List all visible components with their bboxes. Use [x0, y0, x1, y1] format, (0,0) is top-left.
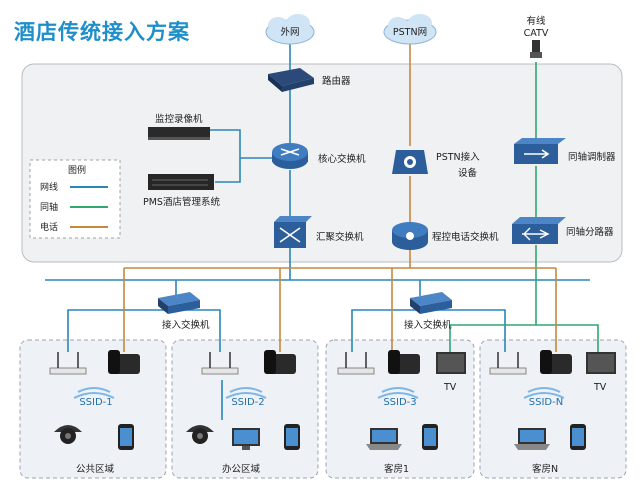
pms-server-icon [148, 174, 214, 190]
tv-icon [586, 352, 616, 374]
camera-icon [54, 425, 82, 444]
legend-label-phone: 电话 [40, 221, 58, 233]
zone-panel-public [19, 339, 167, 479]
legend [29, 159, 121, 239]
mobile-phone-icon [570, 424, 586, 450]
desk-phone-icon [264, 350, 296, 374]
ap-icon [49, 352, 87, 375]
splitter-label: 同轴分路器 [566, 226, 614, 238]
desk-phone-icon [388, 350, 420, 374]
router-icon [268, 68, 314, 92]
phone-lines [123, 40, 557, 352]
nvr-label: 监控录像机 [155, 113, 203, 125]
splitter-icon [512, 217, 566, 244]
ssid-label-room1: SSID-3 [383, 397, 416, 408]
page-title: 酒店传统接入方案 [14, 20, 190, 44]
catv-label-line1: 有线 [526, 15, 546, 27]
ap-icon [337, 352, 375, 375]
wifi-signal-icon [377, 387, 419, 399]
modulator-icon [514, 138, 566, 164]
laptop-icon [514, 428, 550, 450]
agg-switch-icon [274, 216, 312, 248]
pstn-label: PSTN网 [393, 27, 427, 38]
ap-icon [489, 352, 527, 375]
pstn-cloud-icon [383, 14, 437, 45]
catv-plug-icon [530, 40, 542, 58]
ssid-label-public: SSID-1 [79, 397, 112, 408]
nvr-icon [148, 127, 210, 140]
zone-label-public: 公共区域 [76, 463, 115, 475]
zone-label-office: 办公区域 [222, 463, 261, 475]
wifi-signal-icon [225, 387, 267, 399]
internet-label: 外网 [280, 26, 299, 38]
mobile-phone-icon [284, 424, 300, 450]
core-switch-icon [272, 143, 308, 169]
pstn-access-label-line2: 设备 [458, 167, 478, 179]
access-switch-2-label: 接入交换机 [404, 319, 452, 331]
pstn-access-label-line1: PSTN接入 [436, 151, 480, 163]
mobile-phone-icon [118, 424, 134, 450]
tv-label-roomn: TV [593, 382, 607, 393]
access-switch-1-label: 接入交换机 [162, 319, 210, 331]
router-label: 路由器 [322, 75, 351, 87]
desk-phone-icon [540, 350, 572, 374]
ssid-label-roomn: SSID-N [529, 397, 563, 408]
desk-phone-icon [108, 350, 140, 374]
camera-icon [186, 425, 214, 444]
modulator-label: 同轴调制器 [568, 151, 616, 163]
pbx-label: 程控电话交换机 [432, 231, 499, 243]
wifi-signal-icon [523, 387, 565, 399]
mobile-phone-icon [422, 424, 438, 450]
network-lines [45, 40, 590, 420]
zone-label-roomn: 客房N [532, 463, 558, 475]
agg-switch-label: 汇聚交换机 [316, 231, 364, 243]
core-panel [21, 63, 623, 263]
access-switch-1-icon [158, 292, 200, 314]
ap-icon [201, 352, 239, 375]
laptop-icon [366, 428, 402, 450]
catv-label-line2: CATV [524, 28, 549, 39]
wifi-signal-icon [73, 387, 115, 399]
ssid-label-office: SSID-2 [231, 397, 264, 408]
legend-label-coax: 同轴 [40, 201, 58, 213]
zone-panel-office [171, 339, 319, 479]
desktop-monitor-icon [232, 428, 260, 450]
legend-title: 图例 [68, 164, 86, 176]
zone-label-room1: 客房1 [384, 463, 409, 475]
internet-cloud-icon [265, 14, 315, 45]
pstn-access-icon [392, 150, 428, 174]
core-switch-label: 核心交换机 [318, 153, 366, 165]
tv-label-room1: TV [443, 382, 457, 393]
tv-icon [436, 352, 466, 374]
legend-label-network: 网线 [40, 181, 58, 193]
pbx-icon [392, 222, 428, 250]
access-switch-2-icon [410, 292, 452, 314]
pms-label: PMS酒店管理系统 [143, 196, 220, 208]
